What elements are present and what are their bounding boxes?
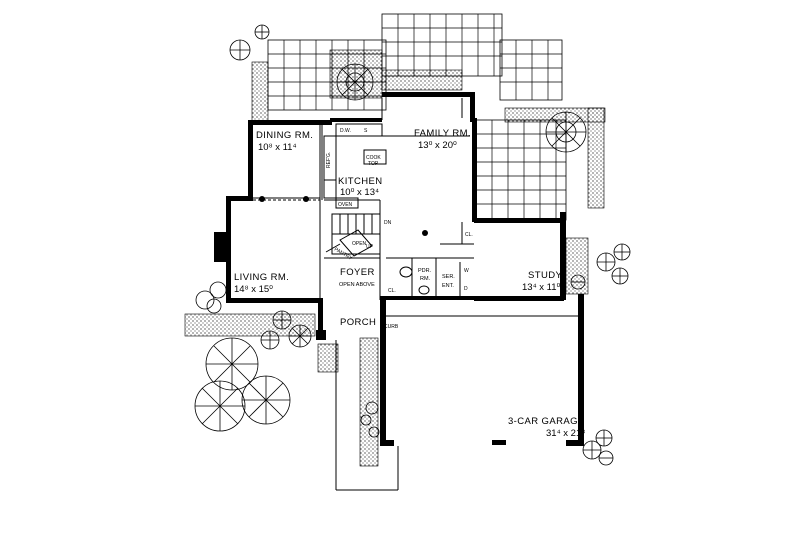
right-terrace-grid [499,39,563,101]
dining-room-label: DINING RM. [256,130,313,141]
foyer-label: FOYER [340,267,375,278]
cooktop-label: COOK [366,155,381,161]
refrigerator-label: REF'G. [326,152,332,168]
planting-bed [359,337,379,467]
dishwasher-label: D.W. [340,128,351,134]
powder-room-fixtures [399,266,430,295]
down-label: DN [384,220,392,226]
open-label: OPEN [352,241,367,247]
planting-bed [381,69,463,91]
garage-dimension: 31⁴ x 21⁸ [546,428,585,439]
staircase [325,213,381,257]
curb-label: CURB [384,324,399,330]
shrub [545,111,587,153]
oven-label: OVEN [338,202,353,208]
kitchen-dimension: 10⁰ x 13⁴ [340,187,379,198]
shrub [570,243,631,290]
garage-label: 3-CAR GARAGE [508,416,585,427]
cooktop-label-2: TOP [368,161,379,167]
service-entry-label-2: ENT. [442,283,454,289]
up-label: UP [366,244,374,250]
planting-bed [317,343,339,373]
kitchen-label: KITCHEN [338,176,383,187]
tree [241,375,291,425]
tree [194,380,246,432]
planting-bed [184,313,316,337]
closet-label: CL. [465,232,473,238]
porch-label: PORCH [340,317,376,328]
exterior-walls [214,92,584,446]
upper-terrace-grid [381,13,503,77]
dryer-label: D [464,286,468,292]
service-entry-label: SER. [442,274,455,280]
powder-room-label: PDR. [418,268,432,274]
study-label: STUDY [528,270,562,281]
powder-room-label-2: RM. [420,276,431,282]
planting-bed [587,107,605,209]
shrub [260,310,312,350]
side-terrace-grid [475,119,567,221]
foyer-note: OPEN ABOVE [339,282,375,288]
closet-label-2: CL. [388,288,396,294]
column [259,196,428,236]
shrub [336,63,374,101]
living-room-label: LIVING RM. [234,272,289,283]
planting-bed [565,237,589,295]
family-room-dimension: 13⁰ x 20⁰ [418,140,457,151]
washer-label: W [464,268,469,274]
shrub [360,401,380,438]
tree [205,337,259,391]
walkway [335,340,399,491]
study-dimension: 13⁴ x 11⁰ [522,282,561,293]
dining-room-dimension: 10⁸ x 11⁴ [258,142,297,153]
shrub [229,24,270,61]
planting-bed [251,61,269,123]
kitchen-counters [323,123,387,209]
shrub [195,281,227,314]
sink-label: S [364,128,368,134]
living-room-dimension: 14⁸ x 15⁰ [234,284,273,295]
shrub [582,429,614,466]
family-room-label: FAMILY RM. [414,128,471,139]
